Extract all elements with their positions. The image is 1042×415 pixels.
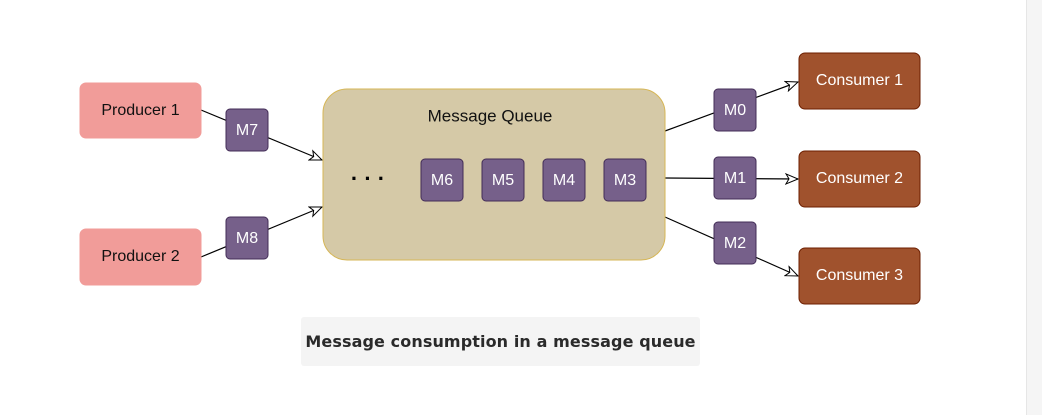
message-box (542, 158, 586, 202)
consumer-box (798, 52, 921, 110)
message-label: M2 (724, 235, 746, 252)
figure-caption: Message consumption in a message queue (301, 317, 700, 366)
queue-message-m6: M6 (420, 158, 464, 202)
queue-message-m4: M4 (542, 158, 586, 202)
message-box (713, 88, 757, 132)
message-box (713, 156, 757, 200)
message-box (713, 221, 757, 265)
message-label: M6 (431, 172, 453, 189)
message-label: M5 (492, 172, 514, 189)
message-label: M7 (236, 122, 258, 139)
message-label: M4 (553, 172, 575, 189)
consumer-box (798, 150, 921, 208)
incoming-message-m7: M7 (225, 108, 269, 152)
queue-message-m5: M5 (481, 158, 525, 202)
message-box (420, 158, 464, 202)
message-box (225, 108, 269, 152)
consumer-label: Consumer 3 (816, 267, 903, 284)
message-label: M3 (614, 172, 636, 189)
outgoing-message-m0: M0 (713, 88, 757, 132)
message-box (603, 158, 647, 202)
message-box (225, 216, 269, 260)
message-box (481, 158, 525, 202)
consumer-node-2: Consumer 2 (798, 150, 921, 208)
queue-title: Message Queue (428, 106, 553, 125)
scrollbar-track[interactable] (1026, 0, 1042, 415)
message-label: M8 (236, 230, 258, 247)
consumer-node-3: Consumer 3 (798, 247, 921, 305)
producer-box (79, 228, 202, 286)
producer-label: Producer 1 (101, 102, 179, 119)
producer-node-1: Producer 1 (79, 82, 202, 139)
incoming-message-m8: M8 (225, 216, 269, 260)
consumer-label: Consumer 1 (816, 72, 903, 89)
outgoing-message-m2: M2 (713, 221, 757, 265)
producer-box (79, 82, 202, 139)
producer-label: Producer 2 (101, 248, 179, 265)
consumer-box (798, 247, 921, 305)
message-label: M1 (724, 170, 746, 187)
queue-message-m3: M3 (603, 158, 647, 202)
consumer-node-1: Consumer 1 (798, 52, 921, 110)
producer-node-2: Producer 2 (79, 228, 202, 286)
queue-ellipsis: · · · (351, 166, 385, 191)
outgoing-message-m1: M1 (713, 156, 757, 200)
message-label: M0 (724, 102, 746, 119)
consumer-label: Consumer 2 (816, 170, 903, 187)
